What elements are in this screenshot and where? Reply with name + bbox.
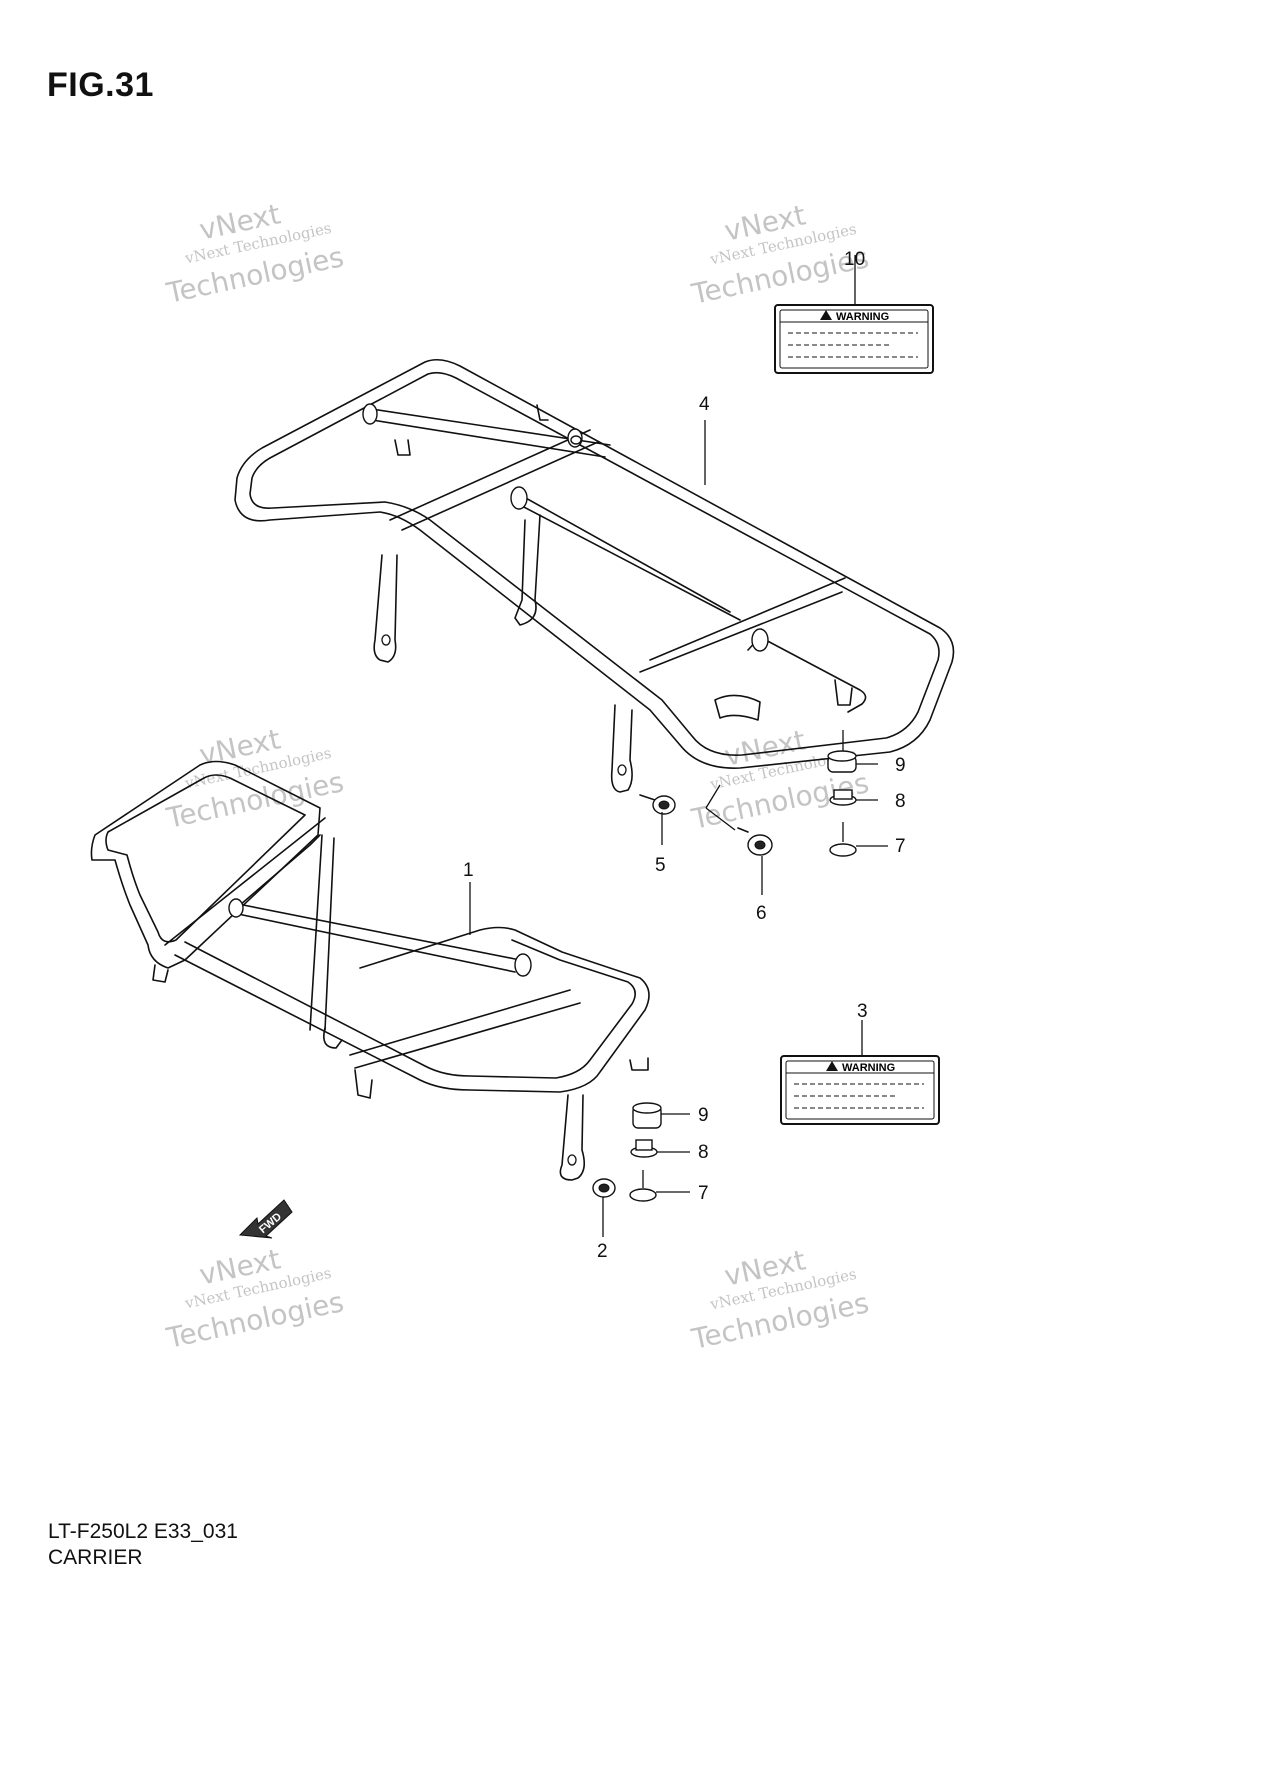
figure-caption: CARRIER <box>48 1546 143 1569</box>
warning-text-10: WARNING <box>836 311 889 323</box>
callout-1: 1 <box>463 860 474 881</box>
bolt-5-drawing <box>639 794 676 845</box>
warning-label-10: WARNING <box>774 270 934 374</box>
warning-label-3: WARNING <box>780 1020 940 1125</box>
watermark-bottom-right: vNext vNext Technologies Technologies <box>688 1243 872 1356</box>
callout-8-rear: 8 <box>895 791 906 812</box>
callout-3: 3 <box>857 1001 868 1022</box>
callout-2: 2 <box>597 1241 608 1262</box>
watermark-middle-left: vNext vNext Technologies Technologies <box>163 722 347 835</box>
watermark-bottom-left: vNext vNext Technologies Technologies <box>163 1242 347 1355</box>
front-carrier-drawing <box>90 760 650 1181</box>
leader-lines <box>469 255 856 935</box>
model-code: LT-F250L2 E33_031 <box>48 1520 238 1543</box>
callout-5: 5 <box>655 855 666 876</box>
watermark-top-right: vNext vNext Technologies Technologies <box>688 198 872 311</box>
front-mount-hardware-drawing <box>592 1102 690 1237</box>
callout-4: 4 <box>699 394 710 415</box>
callout-9-front: 9 <box>698 1105 709 1126</box>
callout-6: 6 <box>756 903 767 924</box>
bolt-6-drawing <box>705 784 773 895</box>
callout-7-rear: 7 <box>895 836 906 857</box>
callout-7-front: 7 <box>698 1183 709 1204</box>
callout-9-rear: 9 <box>895 755 906 776</box>
forward-arrow-icon: FWD <box>238 1199 293 1239</box>
callout-10: 10 <box>844 249 865 270</box>
watermark-top-left: vNext vNext Technologies Technologies <box>163 197 347 310</box>
rear-mount-hardware-drawing <box>827 730 888 857</box>
callout-8-front: 8 <box>698 1142 709 1163</box>
rear-carrier-drawing <box>234 358 955 793</box>
warning-text-3: WARNING <box>842 1062 895 1074</box>
figure-title: FIG.31 <box>47 66 154 104</box>
